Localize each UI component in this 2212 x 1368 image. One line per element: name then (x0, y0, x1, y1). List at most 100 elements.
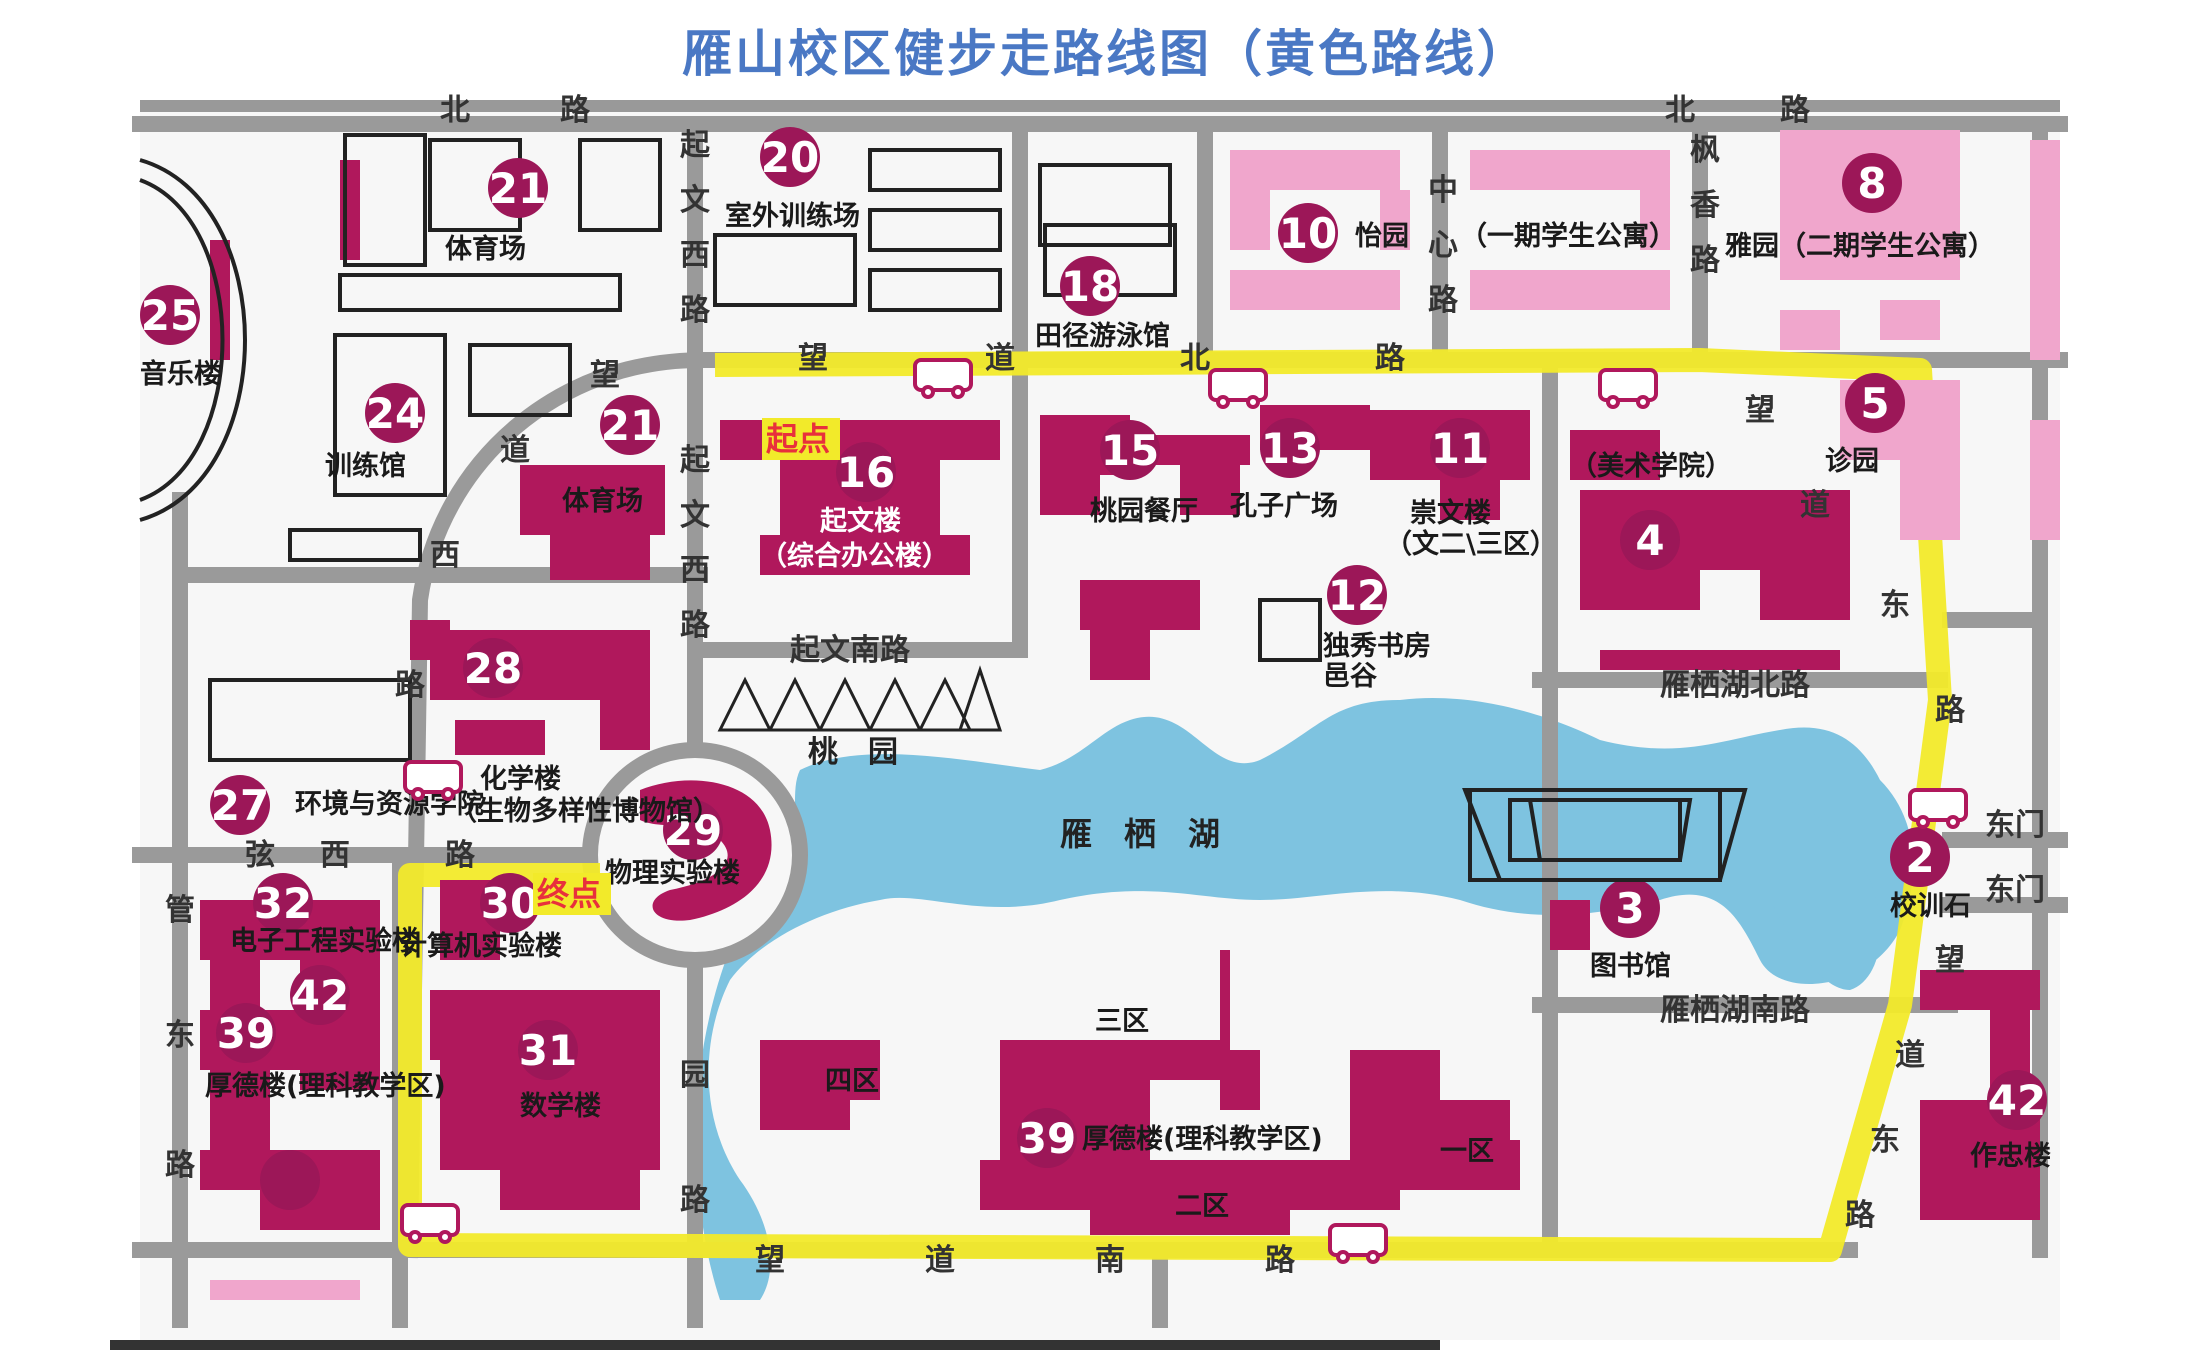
badge-5: 5 (1845, 373, 1905, 433)
bus-icon (1908, 788, 1968, 829)
lake-label: 雁 栖 湖 (1060, 815, 1220, 853)
lake-east-cove (1760, 798, 1881, 990)
road-label: 路 (680, 608, 711, 643)
badge-21: 25 (140, 285, 200, 345)
bus-icon (400, 1203, 460, 1244)
label-16-sub: （综合办公楼） (760, 540, 949, 572)
road-label: 望 (1935, 943, 1965, 978)
svg-text:16: 16 (837, 448, 895, 497)
label-27: 计算机实验楼 (400, 930, 562, 962)
road-label: 文 (680, 498, 710, 533)
badge-39: 39 (1017, 1108, 1077, 1168)
bus-icon (1328, 1223, 1388, 1264)
road-label: 西 (680, 238, 710, 273)
label-21: 音乐楼 (140, 358, 221, 390)
label-3: 图书馆 (1590, 950, 1671, 982)
label-11-sub: （文二\三区） (1385, 528, 1557, 560)
road-labels: 北 路 北 路 望 道 北 路 起 文 西 路 起 文 西 路 起文南路 望 道… (165, 93, 2045, 1278)
road-label: 路 (1690, 243, 1721, 278)
start-marker: 起点 (762, 418, 840, 460)
label-10-aux: （一期学生公寓） (1460, 220, 1676, 252)
tree-row-icon (717, 665, 1003, 732)
svg-text:8: 8 (1857, 159, 1886, 208)
end-label: 终点 (537, 875, 601, 913)
svg-text:11: 11 (1431, 424, 1489, 473)
road-label: 起 (680, 443, 711, 478)
taoyuan-label: 桃 园 (808, 735, 898, 770)
road-label: 道 (500, 433, 530, 468)
svg-text:10: 10 (1279, 209, 1337, 258)
svg-text:28: 28 (464, 644, 522, 693)
svg-text:27: 27 (211, 781, 269, 830)
road-label: 路 (1265, 1243, 1296, 1278)
road-label: 东门 (1985, 873, 2045, 908)
badge-24: 27 (210, 775, 270, 835)
road-label: 中 (1428, 173, 1458, 208)
badge-27: 30 (480, 873, 540, 933)
road-label: 路 (395, 668, 426, 703)
badge-11: 11 (1430, 418, 1490, 478)
badge-29: 32 (253, 873, 313, 933)
svg-text:32: 32 (254, 879, 312, 928)
road-label: 枫 (1690, 133, 1720, 168)
badge-4: 4 (1620, 510, 1680, 570)
road-label: 北 (1180, 341, 1210, 376)
library-outline (1462, 788, 1748, 882)
map-top-edge (140, 100, 2060, 112)
zone-3: 三区 (1095, 1006, 1149, 1037)
badge-18: 21 (488, 158, 548, 218)
road-label: 道 (925, 1243, 955, 1278)
road-label: 道 (1800, 488, 1830, 523)
end-marker: 终点 (533, 873, 611, 915)
svg-text:39: 39 (217, 1009, 275, 1058)
bus-icon (1208, 368, 1268, 409)
badge-12: 12 (1327, 565, 1387, 625)
road-label: 望 (1745, 393, 1775, 428)
svg-text:3: 3 (1615, 884, 1644, 933)
road-label: 西 (430, 538, 460, 573)
road-label: 东门 (1985, 808, 2045, 843)
road-label: 东 (1870, 1123, 1900, 1158)
badge-32 (260, 1150, 320, 1210)
label-10: 怡园 (1355, 221, 1409, 252)
map-bottom-rule (110, 1340, 1440, 1350)
badge-31: 42 (290, 965, 350, 1025)
label-12-sub: 邑谷 (1323, 661, 1378, 692)
road-label: 心 (1428, 228, 1458, 263)
label-4-top: （美术学院） (1570, 450, 1732, 482)
zone-2: 二区 (1175, 1191, 1229, 1222)
badge-28: 31 (518, 1020, 578, 1080)
road-label: 路 (165, 1148, 196, 1183)
label-2: 校训石 (1890, 890, 1971, 922)
label-12: 独秀书房 (1323, 631, 1431, 662)
svg-text:20: 20 (761, 133, 819, 182)
label-14: 桃园餐厅 (1090, 496, 1198, 527)
road-label: 管 (165, 893, 195, 928)
label-28: 数学楼 (520, 1090, 601, 1122)
svg-text:25: 25 (141, 291, 199, 340)
road-label: 起文南路 (790, 633, 911, 668)
svg-text:4: 4 (1635, 516, 1664, 565)
badge-8: 8 (1842, 153, 1902, 213)
badge-14: 15 (1100, 420, 1160, 480)
label-30: 厚德楼(理科教学区) (205, 1070, 446, 1102)
road-label: 雁栖湖北路 (1660, 668, 1811, 703)
badge-16: 16 (836, 442, 896, 502)
road-label: 北 (440, 93, 470, 128)
badge-3: 3 (1600, 878, 1660, 938)
road-label: 园 (680, 1058, 710, 1093)
road-label: 路 (680, 1183, 711, 1218)
road-label: 弦 (245, 838, 275, 873)
road-label: 望 (798, 341, 828, 376)
label-18: 体育场 (445, 233, 526, 265)
label-11: 崇文楼 (1410, 497, 1491, 529)
svg-text:42: 42 (291, 971, 349, 1020)
label-19: 体育场 (562, 485, 643, 517)
road-label: 路 (1845, 1198, 1876, 1233)
svg-text:29: 29 (664, 806, 722, 855)
label-42: 作忠楼 (1970, 1141, 2051, 1172)
road-label: 路 (1780, 93, 1811, 128)
badge-30: 39 (216, 1003, 276, 1063)
road-label: 路 (680, 293, 711, 328)
